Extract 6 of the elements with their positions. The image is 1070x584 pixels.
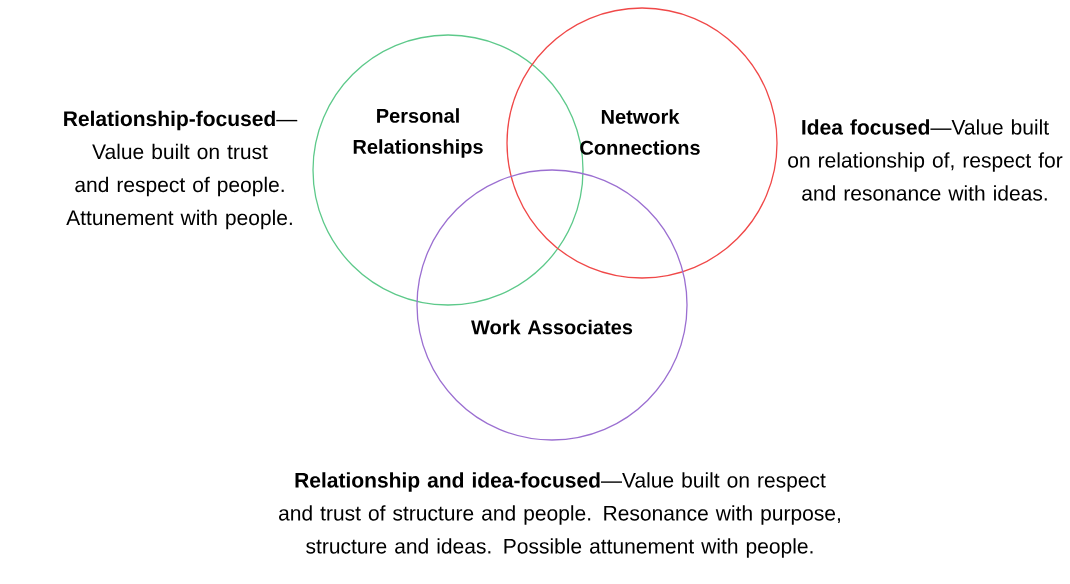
circle bbox=[506, 7, 778, 279]
circle-label: Personal Relationships bbox=[353, 108, 483, 158]
circle bbox=[416, 169, 688, 441]
circle-label: Network Connections bbox=[580, 109, 700, 155]
description-text: Relationship and idea-focused—Value built on respect and trust of structure and people. Resonance with purpose, structure and ideas. Possible attunement with people. bbox=[279, 472, 840, 558]
circle-label: Work Associates bbox=[471, 319, 633, 335]
